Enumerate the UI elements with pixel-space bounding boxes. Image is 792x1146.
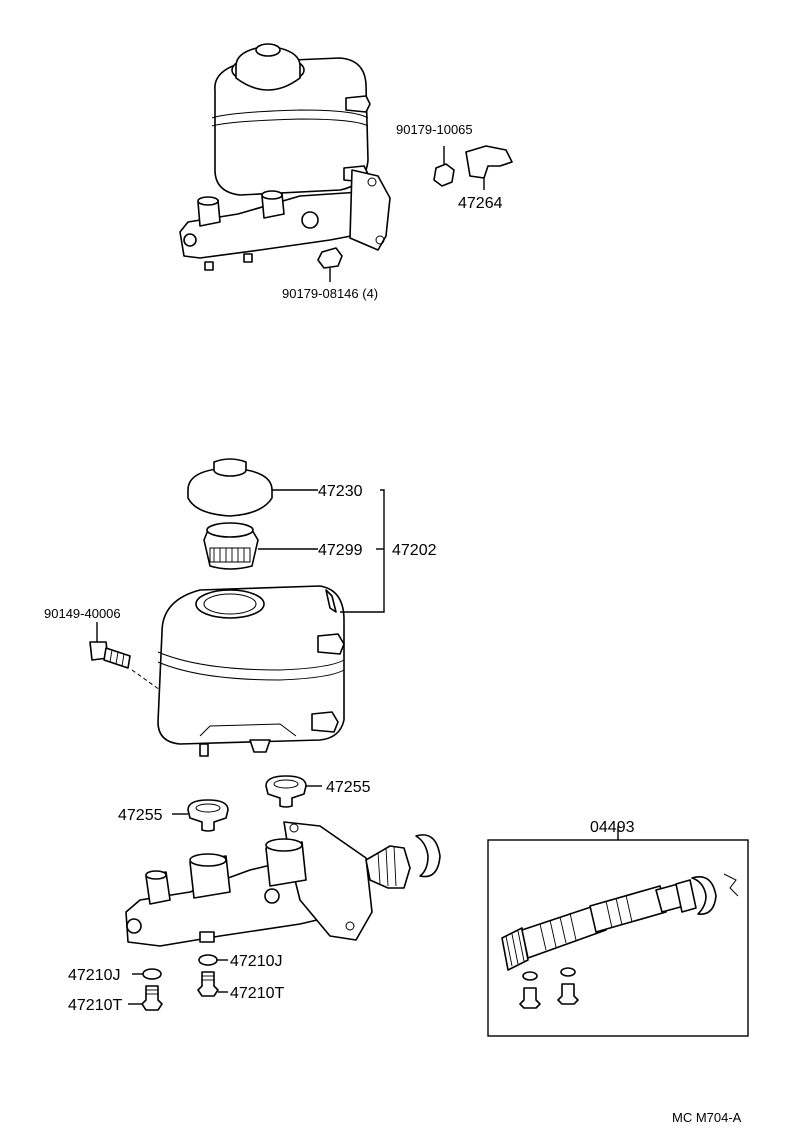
label-bolt: 90149-40006	[44, 606, 121, 621]
label-strainer: 47299	[318, 542, 363, 559]
strainer-47299	[203, 522, 318, 570]
master-cylinder	[125, 821, 441, 947]
label-gasket-left: 47210J	[68, 967, 121, 984]
grommets-47255	[172, 775, 322, 832]
label-bracket: 47264	[458, 195, 503, 212]
label-reservoir-assy: 47202	[392, 542, 437, 559]
label-kit: 04493	[590, 819, 635, 836]
label-grommet-right: 47255	[326, 779, 371, 796]
label-cap: 47230	[318, 483, 363, 500]
label-nut-top: 90179-10065	[396, 122, 473, 137]
reservoir-47202	[157, 585, 345, 757]
cap-47230	[187, 458, 318, 517]
kit-04493	[487, 826, 749, 1037]
top-assembly	[179, 43, 513, 282]
label-figure-code: MC M704-A	[672, 1110, 742, 1125]
plug-left	[128, 968, 163, 1011]
plug-right	[197, 954, 228, 997]
label-nut-bottom: 90179-08146 (4)	[282, 286, 378, 301]
label-plug-left: 47210T	[68, 997, 122, 1014]
label-gasket-right: 47210J	[230, 953, 283, 970]
label-grommet-left: 47255	[118, 807, 163, 824]
label-plug-right: 47210T	[230, 985, 284, 1002]
bolt-90149-40006	[89, 622, 161, 691]
exploded-view	[89, 458, 749, 1037]
